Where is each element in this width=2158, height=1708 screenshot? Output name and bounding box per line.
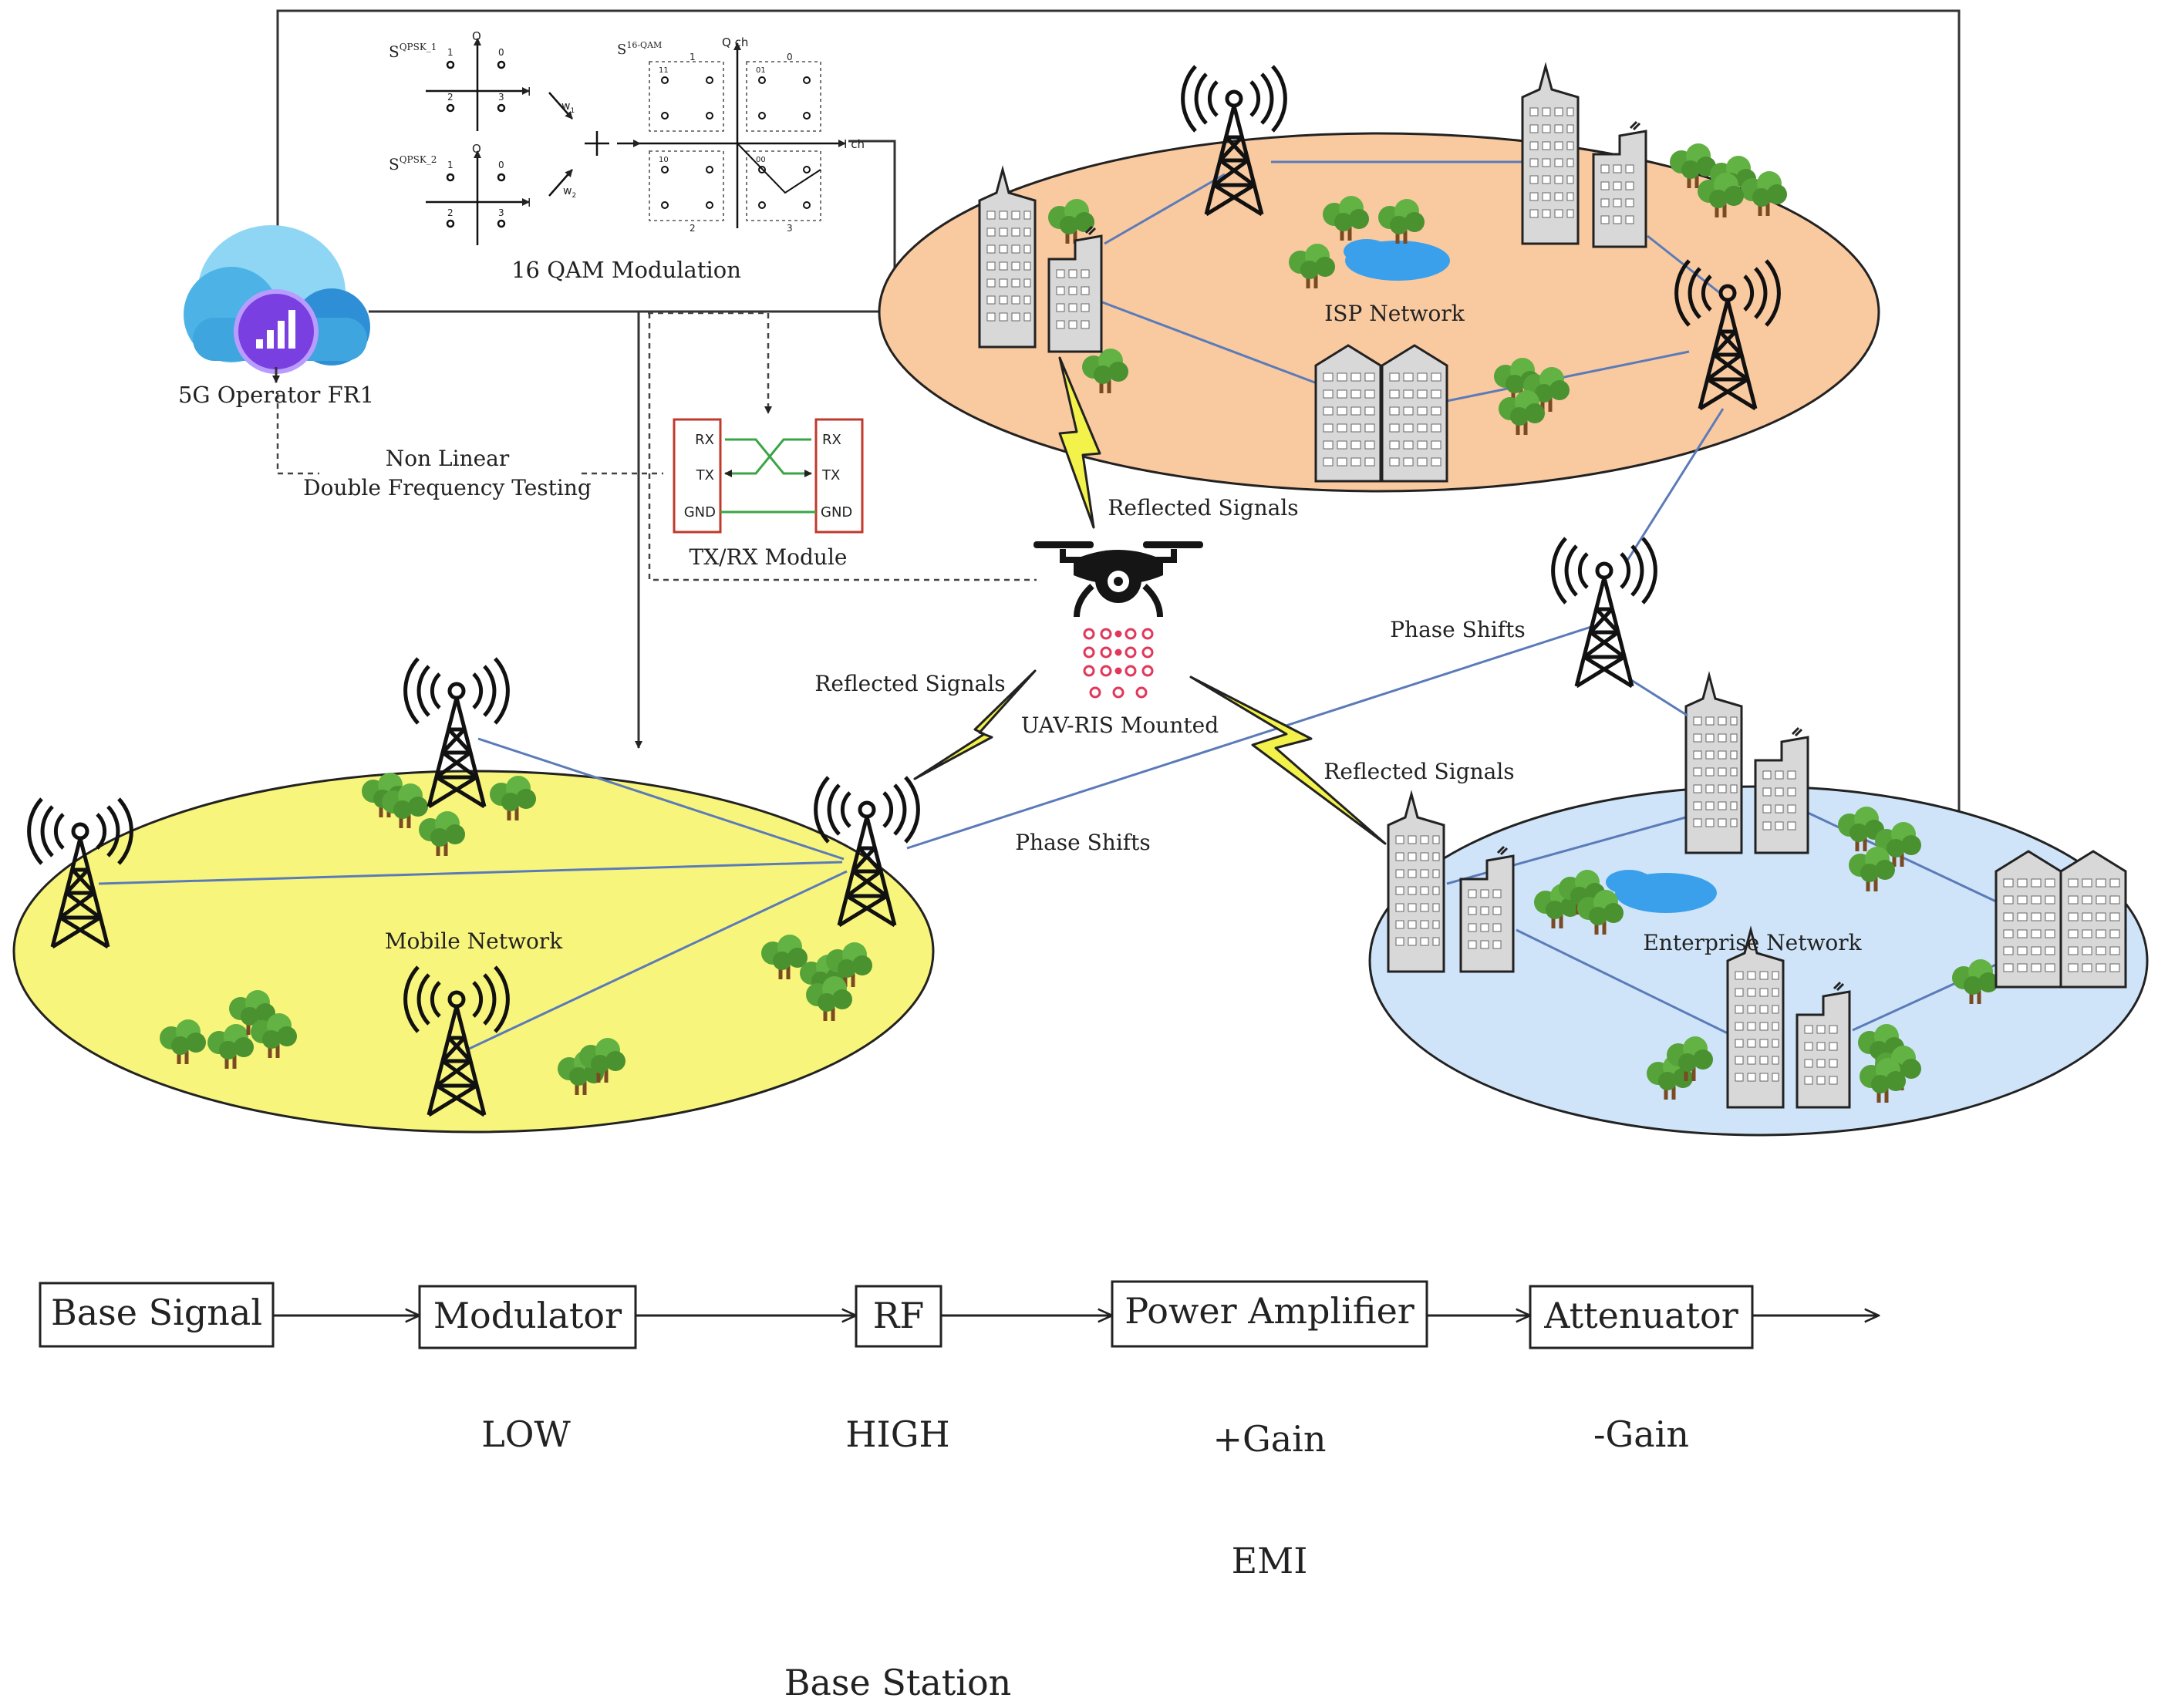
testing-line-2: Double Frequency Testing: [303, 475, 592, 500]
operator-label: 5G Operator FR1: [178, 382, 374, 408]
qpsk2-point-3: 3: [498, 207, 504, 218]
emi-label: EMI: [1232, 1540, 1308, 1582]
level-low: LOW: [481, 1413, 571, 1455]
reflected-signals-right: Reflected Signals: [1323, 759, 1514, 784]
enterprise-network: Enterprise Network: [1368, 674, 2149, 1137]
qam-quad-3: 3: [787, 223, 793, 234]
left-pin-gnd: GND: [684, 504, 716, 520]
txrx-wires: [720, 438, 816, 514]
base-station-label: Base Station: [784, 1662, 1012, 1703]
building-icon: [1314, 344, 1382, 483]
qpsk2-label: SQPSK_2: [389, 154, 437, 173]
qpsk2-point-0: 0: [498, 160, 504, 170]
qpsk1-point-1: 1: [447, 47, 454, 58]
phase-shifts-top: Phase Shifts: [1390, 617, 1526, 642]
right-pin-gnd: GND: [821, 504, 852, 520]
weight-combiner: [548, 92, 641, 197]
ris-panel-icon: [1083, 628, 1154, 699]
qpsk2-i-axis: I: [528, 196, 531, 210]
enterprise-network-label: Enterprise Network: [1643, 930, 1862, 955]
level-plus-gain: +Gain: [1212, 1418, 1326, 1460]
qam-inner-00: 00: [756, 156, 766, 164]
modulation-caption: 16 QAM Modulation: [511, 257, 741, 283]
phase-links: [906, 408, 1725, 850]
building-icon: [1754, 726, 1809, 854]
lake-icon: [1344, 239, 1450, 281]
qpsk1-q-axis: Q: [472, 29, 481, 43]
txrx-module[interactable]: RX TX GND RX TX GND TX/RX Module: [673, 418, 864, 570]
qam-q-ch: Q ch: [722, 35, 748, 49]
qam-quad-0: 0: [787, 52, 793, 62]
building-icon: [2059, 850, 2127, 989]
uav-label: UAV-RIS Mounted: [1021, 713, 1219, 738]
qam-inner-11: 11: [659, 66, 669, 75]
phase-shifts-bottom: Phase Shifts: [1015, 830, 1151, 855]
building-icon: [1387, 793, 1445, 973]
qpsk2-point-2: 2: [447, 207, 454, 218]
qpsk2-q-axis: Q: [472, 142, 481, 156]
qpsk-constellation-1: [426, 38, 530, 131]
reflected-signals-left: Reflected Signals: [814, 671, 1005, 696]
qpsk-constellation-2: [426, 150, 530, 245]
qam-inner-01: 01: [756, 66, 766, 75]
weight-w1: w1: [561, 100, 575, 115]
building-icon: [1994, 850, 2062, 989]
building-icon: [1521, 65, 1580, 245]
isp-network: ISP Network: [878, 65, 1880, 493]
qam-quad-2: 2: [690, 223, 696, 234]
building-icon: [1684, 674, 1743, 854]
signal-chain: Base Signal Modulator RF Power Amplifier…: [39, 1280, 1879, 1703]
block-attenuator: Attenuator: [1543, 1295, 1738, 1336]
left-pin-rx: RX: [695, 432, 714, 448]
left-pin-tx: TX: [696, 467, 714, 483]
qam-quad-1: 1: [690, 52, 696, 62]
qpsk1-point-3: 3: [498, 92, 504, 103]
qam-constellation: [640, 42, 846, 228]
lightning-icon: [1189, 675, 1387, 845]
qam-i-ch: I ch: [844, 137, 865, 151]
right-pin-tx: TX: [821, 467, 840, 483]
lightning-icon: [1058, 356, 1101, 529]
operator-node[interactable]: 5G Operator FR1: [178, 225, 374, 408]
qpsk1-label: SQPSK_1: [389, 42, 437, 61]
block-rf: RF: [873, 1295, 925, 1336]
drone-icon: [1033, 541, 1203, 618]
qpsk1-i-axis: I: [528, 85, 531, 99]
building-icon: [1592, 120, 1647, 248]
lake-icon: [1606, 870, 1717, 913]
txrx-caption: TX/RX Module: [690, 544, 848, 570]
qpsk1-point-0: 0: [498, 47, 504, 58]
mobile-links: [98, 737, 848, 1052]
block-power-amplifier: Power Amplifier: [1125, 1290, 1415, 1332]
modulation-diagram: SQPSK_1 Q I 1 0 2 3 SQPSK_2 Q I 1 0 2 3 …: [389, 29, 865, 283]
qam-inner-10: 10: [659, 156, 669, 164]
qpsk1-point-2: 2: [447, 92, 454, 103]
mobile-network-label: Mobile Network: [385, 928, 563, 954]
isp-network-label: ISP Network: [1324, 301, 1465, 326]
level-minus-gain: -Gain: [1593, 1413, 1689, 1455]
uav-ris-node[interactable]: UAV-RIS Mounted: [1021, 541, 1219, 738]
block-base-signal: Base Signal: [51, 1292, 262, 1333]
qpsk2-point-1: 1: [447, 160, 454, 170]
reflected-signals-top: Reflected Signals: [1108, 495, 1298, 520]
signal-badge-icon: [234, 289, 319, 374]
lightning-bolts: [913, 356, 1387, 845]
feed-lines: [276, 9, 1963, 823]
right-pin-rx: RX: [822, 432, 841, 448]
level-high: HIGH: [845, 1413, 949, 1455]
block-modulator: Modulator: [433, 1295, 622, 1336]
lightning-icon: [913, 669, 1037, 780]
dashed-lines: [276, 312, 1037, 581]
testing-line-1: Non Linear: [386, 446, 510, 471]
building-icon: [1381, 344, 1448, 483]
mobile-network: Mobile Network: [12, 659, 935, 1134]
weight-w2: w2: [563, 185, 576, 200]
qam-label: S16-QAM: [617, 40, 662, 58]
tower-icon: [1553, 538, 1656, 686]
